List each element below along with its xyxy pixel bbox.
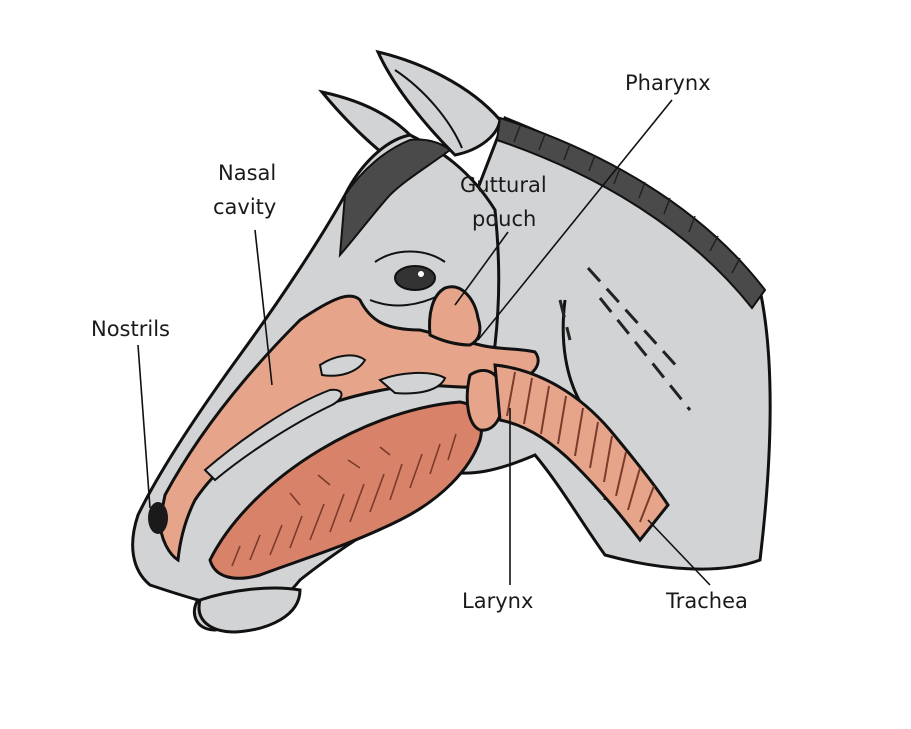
nasal-passage (378, 371, 447, 395)
leader-lines (137, 99, 711, 586)
label-larynx: Larynx (462, 589, 533, 613)
tongue-striations (231, 433, 457, 567)
nasal-turbinate-upper (318, 354, 367, 377)
leader-guttural-pouch (454, 231, 509, 306)
mane-braid-lines (513, 125, 741, 274)
labels: Nostrils Nasal cavity Guttural pouch Pha… (91, 71, 748, 613)
label-nostrils: Nostrils (91, 317, 170, 341)
label-guttural-pouch-line1: Guttural (460, 173, 547, 197)
trachea-rings (506, 371, 655, 523)
horse-eye-highlight (418, 271, 424, 277)
horse-lower-lip (197, 586, 302, 634)
larynx-region (465, 369, 505, 432)
neck-hatching (558, 266, 692, 411)
horse-ear-inner (394, 69, 463, 149)
leader-nostrils (137, 344, 151, 509)
airway (148, 285, 670, 580)
nostril-opening (148, 502, 168, 534)
label-pharynx: Pharynx (625, 71, 711, 95)
horse-ear-front (375, 49, 502, 157)
horse-mane (495, 116, 767, 310)
label-nasal-cavity-line1: Nasal (218, 161, 276, 185)
leader-trachea (647, 519, 711, 586)
horse-eye (394, 265, 436, 291)
guttural-pouch-region (428, 285, 482, 347)
label-guttural-pouch-line2: pouch (472, 207, 536, 231)
nasal-turbinate-lower (203, 388, 343, 482)
label-trachea: Trachea (665, 589, 748, 613)
label-nasal-cavity-line2: cavity (213, 195, 276, 219)
leader-pharynx (477, 99, 673, 341)
horse-forelock (338, 138, 452, 258)
leader-nasal-cavity (254, 229, 273, 386)
trachea-region (493, 363, 670, 543)
